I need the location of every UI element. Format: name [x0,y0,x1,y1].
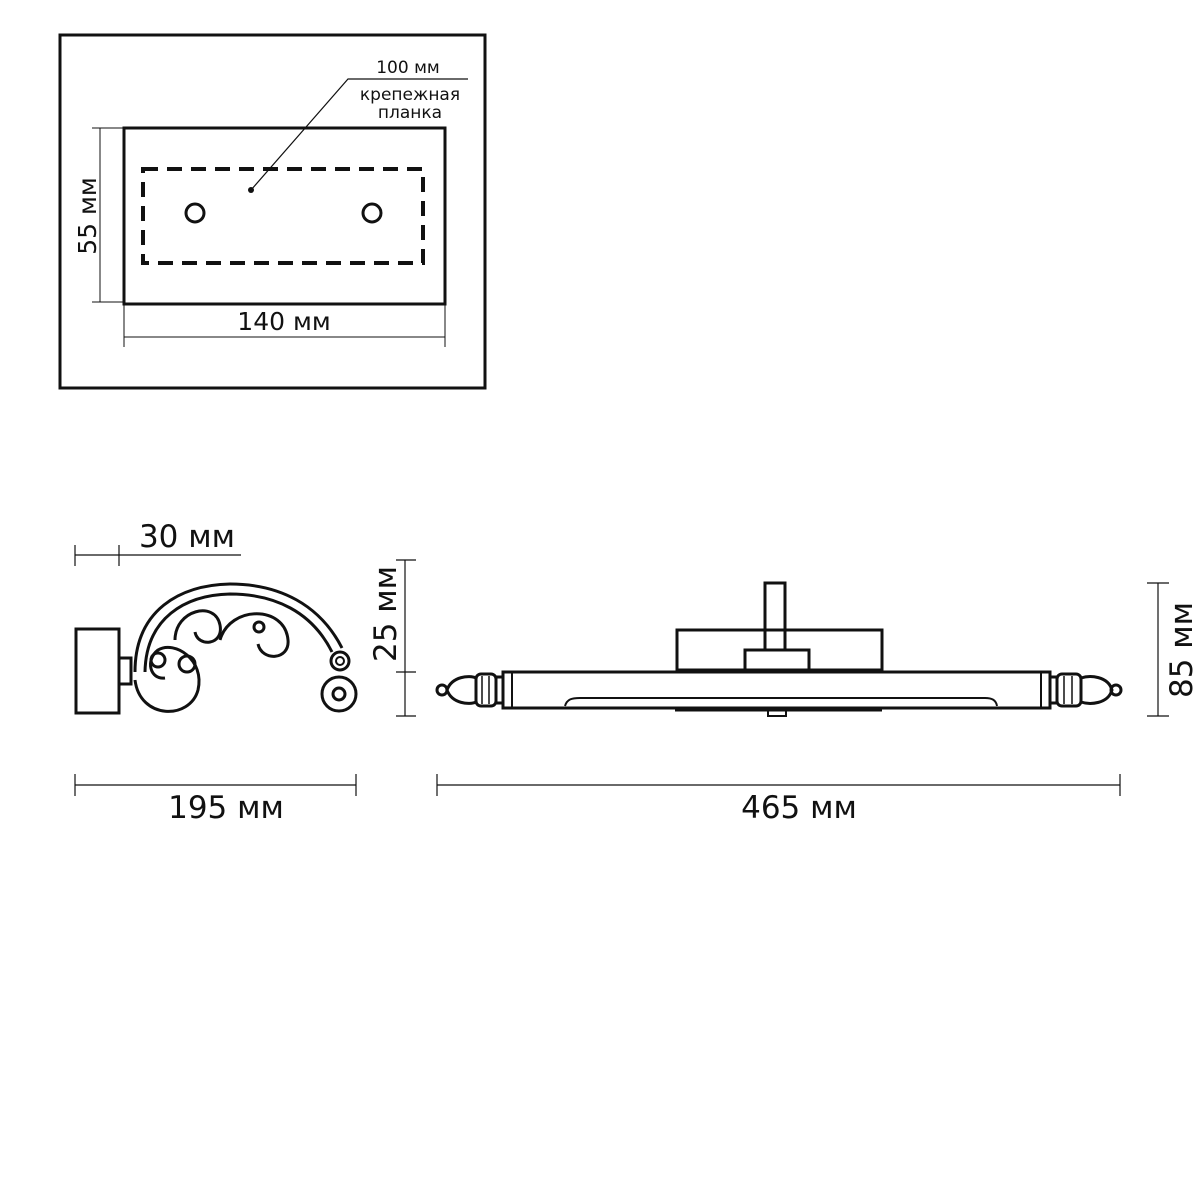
right-finial-cap [1079,675,1114,705]
scroll-right [218,612,290,658]
arm-height-label: 25 мм [368,566,404,662]
total-height-label: 85 мм [1164,602,1200,698]
lamp-diffuser [564,697,998,707]
mounting-hole-left [184,202,206,224]
lamp-head-center [331,686,347,702]
lamp-bar [501,670,1052,710]
mounting-plate-inset: 100 мм крепежная планка 55 мм 140 мм [58,33,487,390]
left-finial-cap [445,675,478,705]
front-stem [763,581,787,652]
leader-label: 100 мм [376,58,440,78]
width-label: 140 мм [237,307,330,336]
left-finial-ribbed [474,672,498,708]
canopy-outline [122,126,447,306]
scroll-eye-right [252,620,266,634]
lamp-head-ring [329,650,351,672]
front-canopy [675,628,884,672]
lamp-head [320,675,358,713]
scroll-eye-left [149,651,167,669]
scroll-middle [173,609,222,644]
height-label: 55 мм [73,177,102,254]
side-view: 30 мм 195 мм [74,519,358,826]
leader-line [250,78,468,191]
offset-label: 30 мм [139,519,235,555]
side-width-label: 195 мм [168,790,284,826]
scroll-knob [177,654,197,674]
inset-frame [58,33,487,390]
wall-mount-block [74,627,121,715]
lamp-bottom-tab [767,707,787,717]
front-width-label: 465 мм [741,790,857,826]
right-finial-tip [1109,683,1123,697]
right-finial-ribbed [1055,672,1083,708]
front-view: 25 мм 85 мм 465 [368,559,1200,826]
mount-neck [117,656,133,686]
callout-text-line2: планка [378,103,442,123]
left-finial-collar [494,675,505,705]
curved-arm-inner [143,592,334,673]
callout-text-line1: крепежная [360,85,460,105]
mounting-hole-right [361,202,383,224]
lamp-head-ring-inner [335,656,345,666]
curved-arm-outer [133,582,344,673]
mounting-bar-dashed [141,167,425,265]
